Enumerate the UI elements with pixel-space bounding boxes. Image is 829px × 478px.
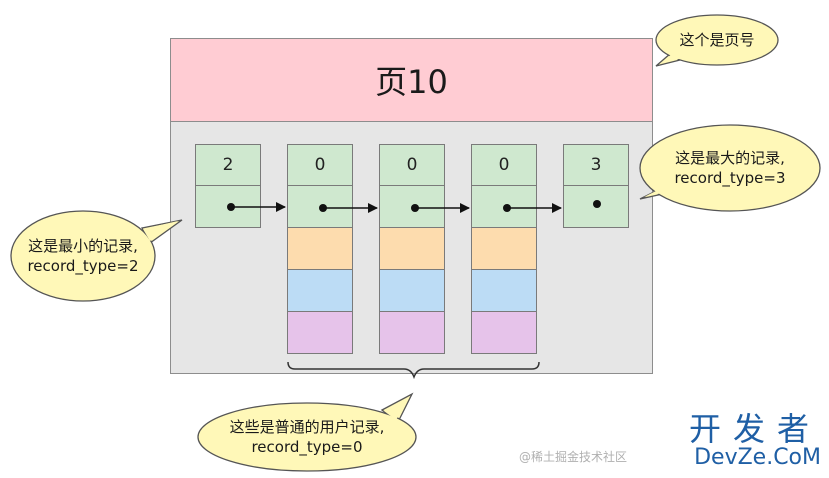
- callout-page-number-text: 这个是页号: [656, 30, 778, 50]
- page-title: 页10: [375, 63, 448, 101]
- callout-line-1: 这些是普通的用户记录,: [229, 418, 385, 436]
- record-field: [287, 312, 353, 354]
- pointer-dot: [593, 200, 601, 208]
- record-value: 0: [471, 144, 537, 186]
- callout-text: 这个是页号: [679, 31, 755, 49]
- record-field: [471, 270, 537, 312]
- callout-line-2: record_type=2: [27, 257, 139, 275]
- record-field: [471, 228, 537, 270]
- pointer-arrows: [227, 200, 601, 213]
- record-field: [379, 228, 445, 270]
- callout-line-2: record_type=3: [674, 169, 786, 187]
- record-value: 2: [195, 144, 261, 186]
- record-field: [379, 312, 445, 354]
- watermark-cn: 开发者: [688, 410, 821, 448]
- watermark: 开发者 DevZe.CoM @稀土掘金技术社区: [519, 410, 821, 470]
- record-value: 3: [563, 144, 629, 186]
- record-field: [287, 270, 353, 312]
- record-field: [379, 270, 445, 312]
- callout-line-2: record_type=0: [251, 438, 363, 456]
- callout-line-1: 这是最大的记录,: [675, 149, 785, 167]
- watermark-en: DevZe.CoM: [694, 445, 821, 470]
- watermark-handle: @稀土掘金技术社区: [518, 450, 627, 464]
- record-field: [471, 312, 537, 354]
- record-value: 0: [287, 144, 353, 186]
- record-min: 2: [195, 144, 261, 228]
- callout-user-records: [197, 392, 417, 472]
- record-field: [287, 228, 353, 270]
- record-value: 0: [379, 144, 445, 186]
- user-records-brace: [287, 361, 540, 380]
- callout-page-number: [655, 14, 779, 67]
- record-user-1: 0: [287, 144, 353, 354]
- page-header: 页10: [170, 38, 653, 122]
- record-user-2: 0: [379, 144, 445, 354]
- callout-max-record: [639, 124, 821, 212]
- callout-line-1: 这是最小的记录,: [28, 237, 138, 255]
- callout-user-records-text: 这些是普通的用户记录, record_type=0: [198, 417, 416, 457]
- callout-max-record-text: 这是最大的记录, record_type=3: [640, 148, 820, 188]
- callout-min-record-text: 这是最小的记录, record_type=2: [11, 236, 155, 276]
- callout-min-record: [10, 210, 183, 302]
- record-next-pointer: [563, 186, 629, 228]
- record-max: 3: [563, 144, 629, 228]
- record-user-3: 0: [471, 144, 537, 354]
